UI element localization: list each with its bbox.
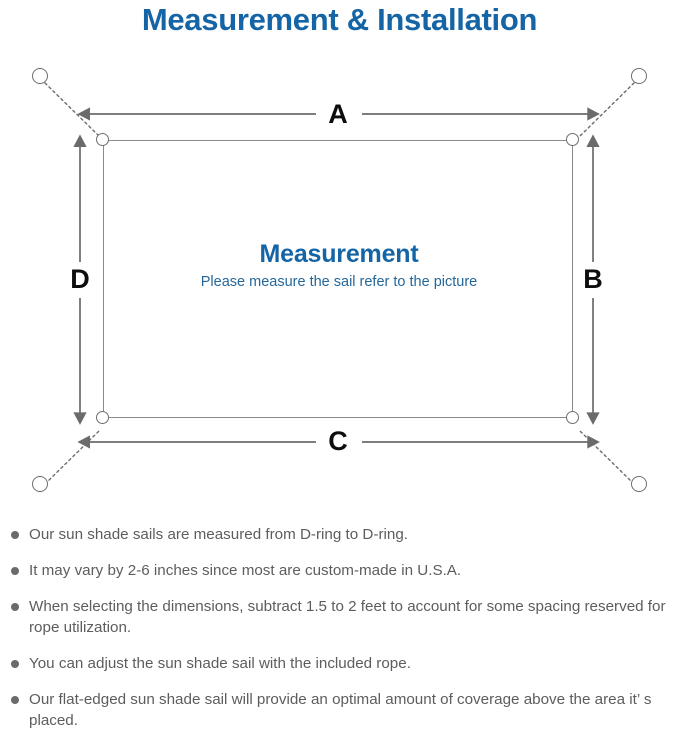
- dimension-label-c: C: [318, 426, 358, 456]
- diagram-vector-layer: [44, 82, 635, 485]
- bullet-icon: [11, 660, 19, 668]
- measurement-heading: Measurement: [259, 240, 419, 268]
- note-text: Our sun shade sails are measured from D-…: [29, 526, 408, 543]
- d-ring-icon-top-right: [566, 133, 579, 146]
- note-text: You can adjust the sun shade sail with t…: [29, 655, 411, 672]
- bullet-icon: [11, 567, 19, 575]
- bullet-icon: [11, 531, 19, 539]
- list-item: Our sun shade sails are measured from D-…: [0, 524, 679, 545]
- anchor-point-icon-bottom-right: [631, 476, 647, 492]
- list-item: You can adjust the sun shade sail with t…: [0, 653, 679, 674]
- note-text: When selecting the dimensions, subtract …: [29, 598, 666, 636]
- rope-bottom-left: [44, 430, 100, 485]
- dimension-label-b: B: [576, 264, 610, 294]
- rope-top-right: [579, 82, 635, 137]
- list-item: Our flat-edged sun shade sail will provi…: [0, 689, 679, 731]
- measurement-subheading: Please measure the sail refer to the pic…: [200, 274, 478, 290]
- measurement-diagram: Measurement Please measure the sail refe…: [0, 50, 679, 510]
- rope-top-left: [44, 82, 100, 137]
- sail-panel: Measurement Please measure the sail refe…: [103, 140, 573, 418]
- d-ring-icon-bottom-right: [566, 411, 579, 424]
- bullet-icon: [11, 696, 19, 704]
- list-item: It may vary by 2-6 inches since most are…: [0, 560, 679, 581]
- d-ring-icon-top-left: [96, 133, 109, 146]
- notes-list: Our sun shade sails are measured from D-…: [0, 524, 679, 746]
- d-ring-icon-bottom-left: [96, 411, 109, 424]
- note-text: It may vary by 2-6 inches since most are…: [29, 562, 462, 579]
- list-item: When selecting the dimensions, subtract …: [0, 596, 679, 638]
- note-text: Our flat-edged sun shade sail will provi…: [29, 691, 652, 729]
- rope-bottom-right: [579, 430, 635, 485]
- bullet-icon: [11, 603, 19, 611]
- page-title: Measurement & Installation: [141, 2, 538, 37]
- dimension-label-d: D: [63, 264, 97, 294]
- measurement-text-block: Measurement Please measure the sail refe…: [104, 239, 574, 293]
- anchor-point-icon-top-right: [631, 68, 647, 84]
- anchor-point-icon-bottom-left: [32, 476, 48, 492]
- dimension-label-a: A: [318, 99, 358, 129]
- anchor-point-icon-top-left: [32, 68, 48, 84]
